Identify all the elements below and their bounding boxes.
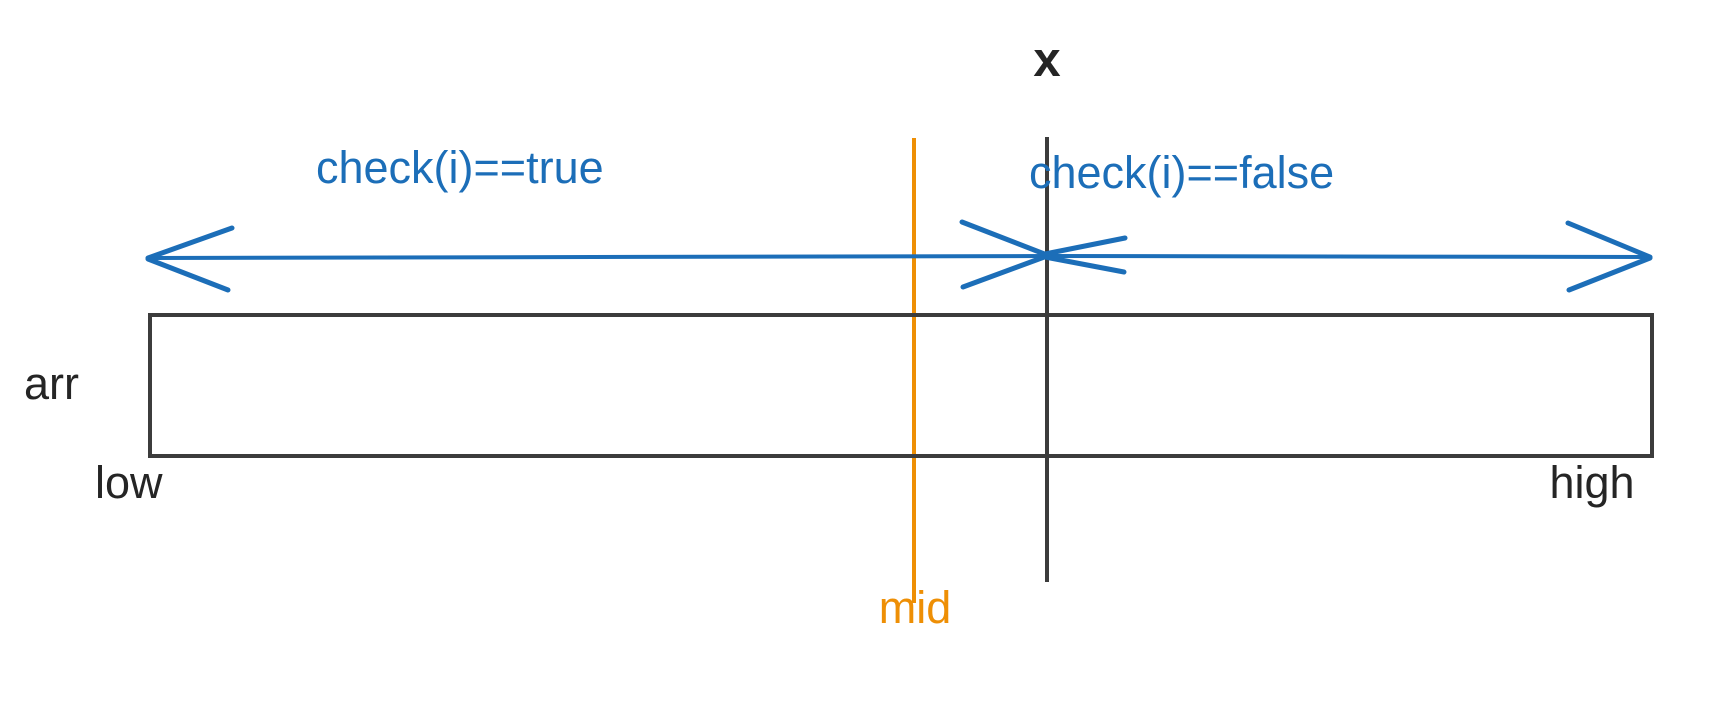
false-region-arrow	[1042, 220, 1653, 293]
low-label: low	[95, 457, 163, 508]
mid-label: mid	[878, 582, 952, 633]
false-region-label: check(i)==false	[1029, 147, 1335, 198]
array-label: arr	[24, 358, 79, 409]
boundary-x-label: x	[1033, 33, 1061, 87]
high-label: high	[1549, 457, 1635, 508]
array-rectangle	[148, 313, 1654, 458]
true-region-arrow	[145, 219, 1050, 293]
true-region-label: check(i)==true	[316, 142, 604, 193]
